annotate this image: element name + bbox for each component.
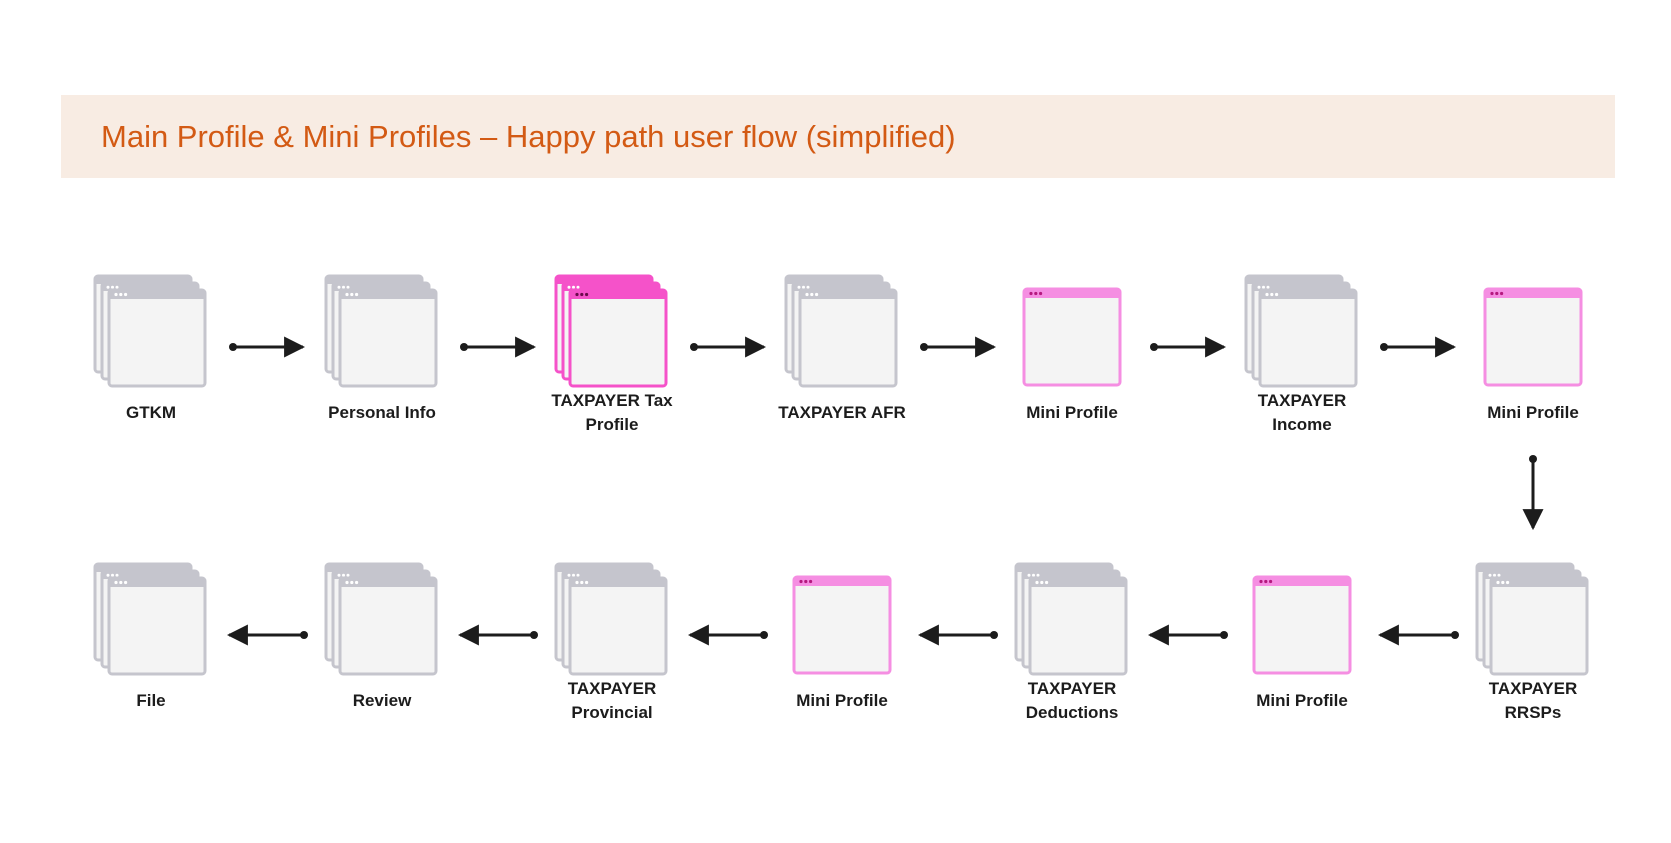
row1-label-7: Mini Profile xyxy=(1487,403,1579,422)
row2-node-2-stacked-window-icon xyxy=(324,562,438,676)
row2-node-3-stacked-window-icon xyxy=(554,562,668,676)
row2-node-7-stacked-window-icon xyxy=(1475,562,1589,676)
row1-node-4-stacked-window-icon xyxy=(784,274,898,388)
row1-node-7-single-window-icon xyxy=(1483,287,1583,387)
page-title: Main Profile & Mini Profiles – Happy pat… xyxy=(101,119,956,154)
row2-label-3: TAXPAYER Provincial xyxy=(567,679,657,722)
row1-arrow-2 xyxy=(460,336,537,358)
row2-arrow-1 xyxy=(226,624,308,646)
row2-arrow-3 xyxy=(687,624,768,646)
row2-label-6: Mini Profile xyxy=(1256,691,1348,710)
row2-label-7: TAXPAYER RRSPs xyxy=(1488,679,1578,722)
row2-label-2: Review xyxy=(352,691,412,710)
row2-label-4: Mini Profile xyxy=(796,691,888,710)
row2-node-1-stacked-window-icon xyxy=(93,562,207,676)
row1-arrow-5 xyxy=(1150,336,1227,358)
row2-label-5: TAXPAYER Deductions xyxy=(1025,679,1119,722)
title-banner: Main Profile & Mini Profiles – Happy pat… xyxy=(61,95,1615,178)
row1-label-5: Mini Profile xyxy=(1026,403,1118,422)
row1-label-4: TAXPAYER AFR xyxy=(778,403,906,422)
row1-node-2-stacked-window-icon xyxy=(324,274,438,388)
row2-node-4-single-window-icon xyxy=(792,575,892,675)
row2-arrow-5 xyxy=(1147,624,1228,646)
row1-label-6: TAXPAYER Income xyxy=(1257,391,1347,434)
row1-arrow-3 xyxy=(690,336,767,358)
row1-node-5-single-window-icon xyxy=(1022,287,1122,387)
row1-arrow-1 xyxy=(229,336,306,358)
row2-label-1: File xyxy=(136,691,166,710)
row2-node-6-single-window-icon xyxy=(1252,575,1352,675)
row1-arrow-4 xyxy=(920,336,997,358)
row1-arrow-6 xyxy=(1380,336,1457,358)
row1-node-3-stacked-window-icon xyxy=(554,274,668,388)
row1-node-1-stacked-window-icon xyxy=(93,274,207,388)
row1-label-1: GTKM xyxy=(125,403,177,422)
row2-arrow-2 xyxy=(457,624,538,646)
row2-node-5-stacked-window-icon xyxy=(1014,562,1128,676)
row1-node-6-stacked-window-icon xyxy=(1244,274,1358,388)
connector-down-arrow xyxy=(1522,455,1544,531)
row2-arrow-4 xyxy=(917,624,998,646)
row1-label-2: Personal Info xyxy=(328,403,436,422)
row2-arrow-6 xyxy=(1377,624,1459,646)
row1-label-3: TAXPAYER Tax Profile xyxy=(551,391,673,434)
